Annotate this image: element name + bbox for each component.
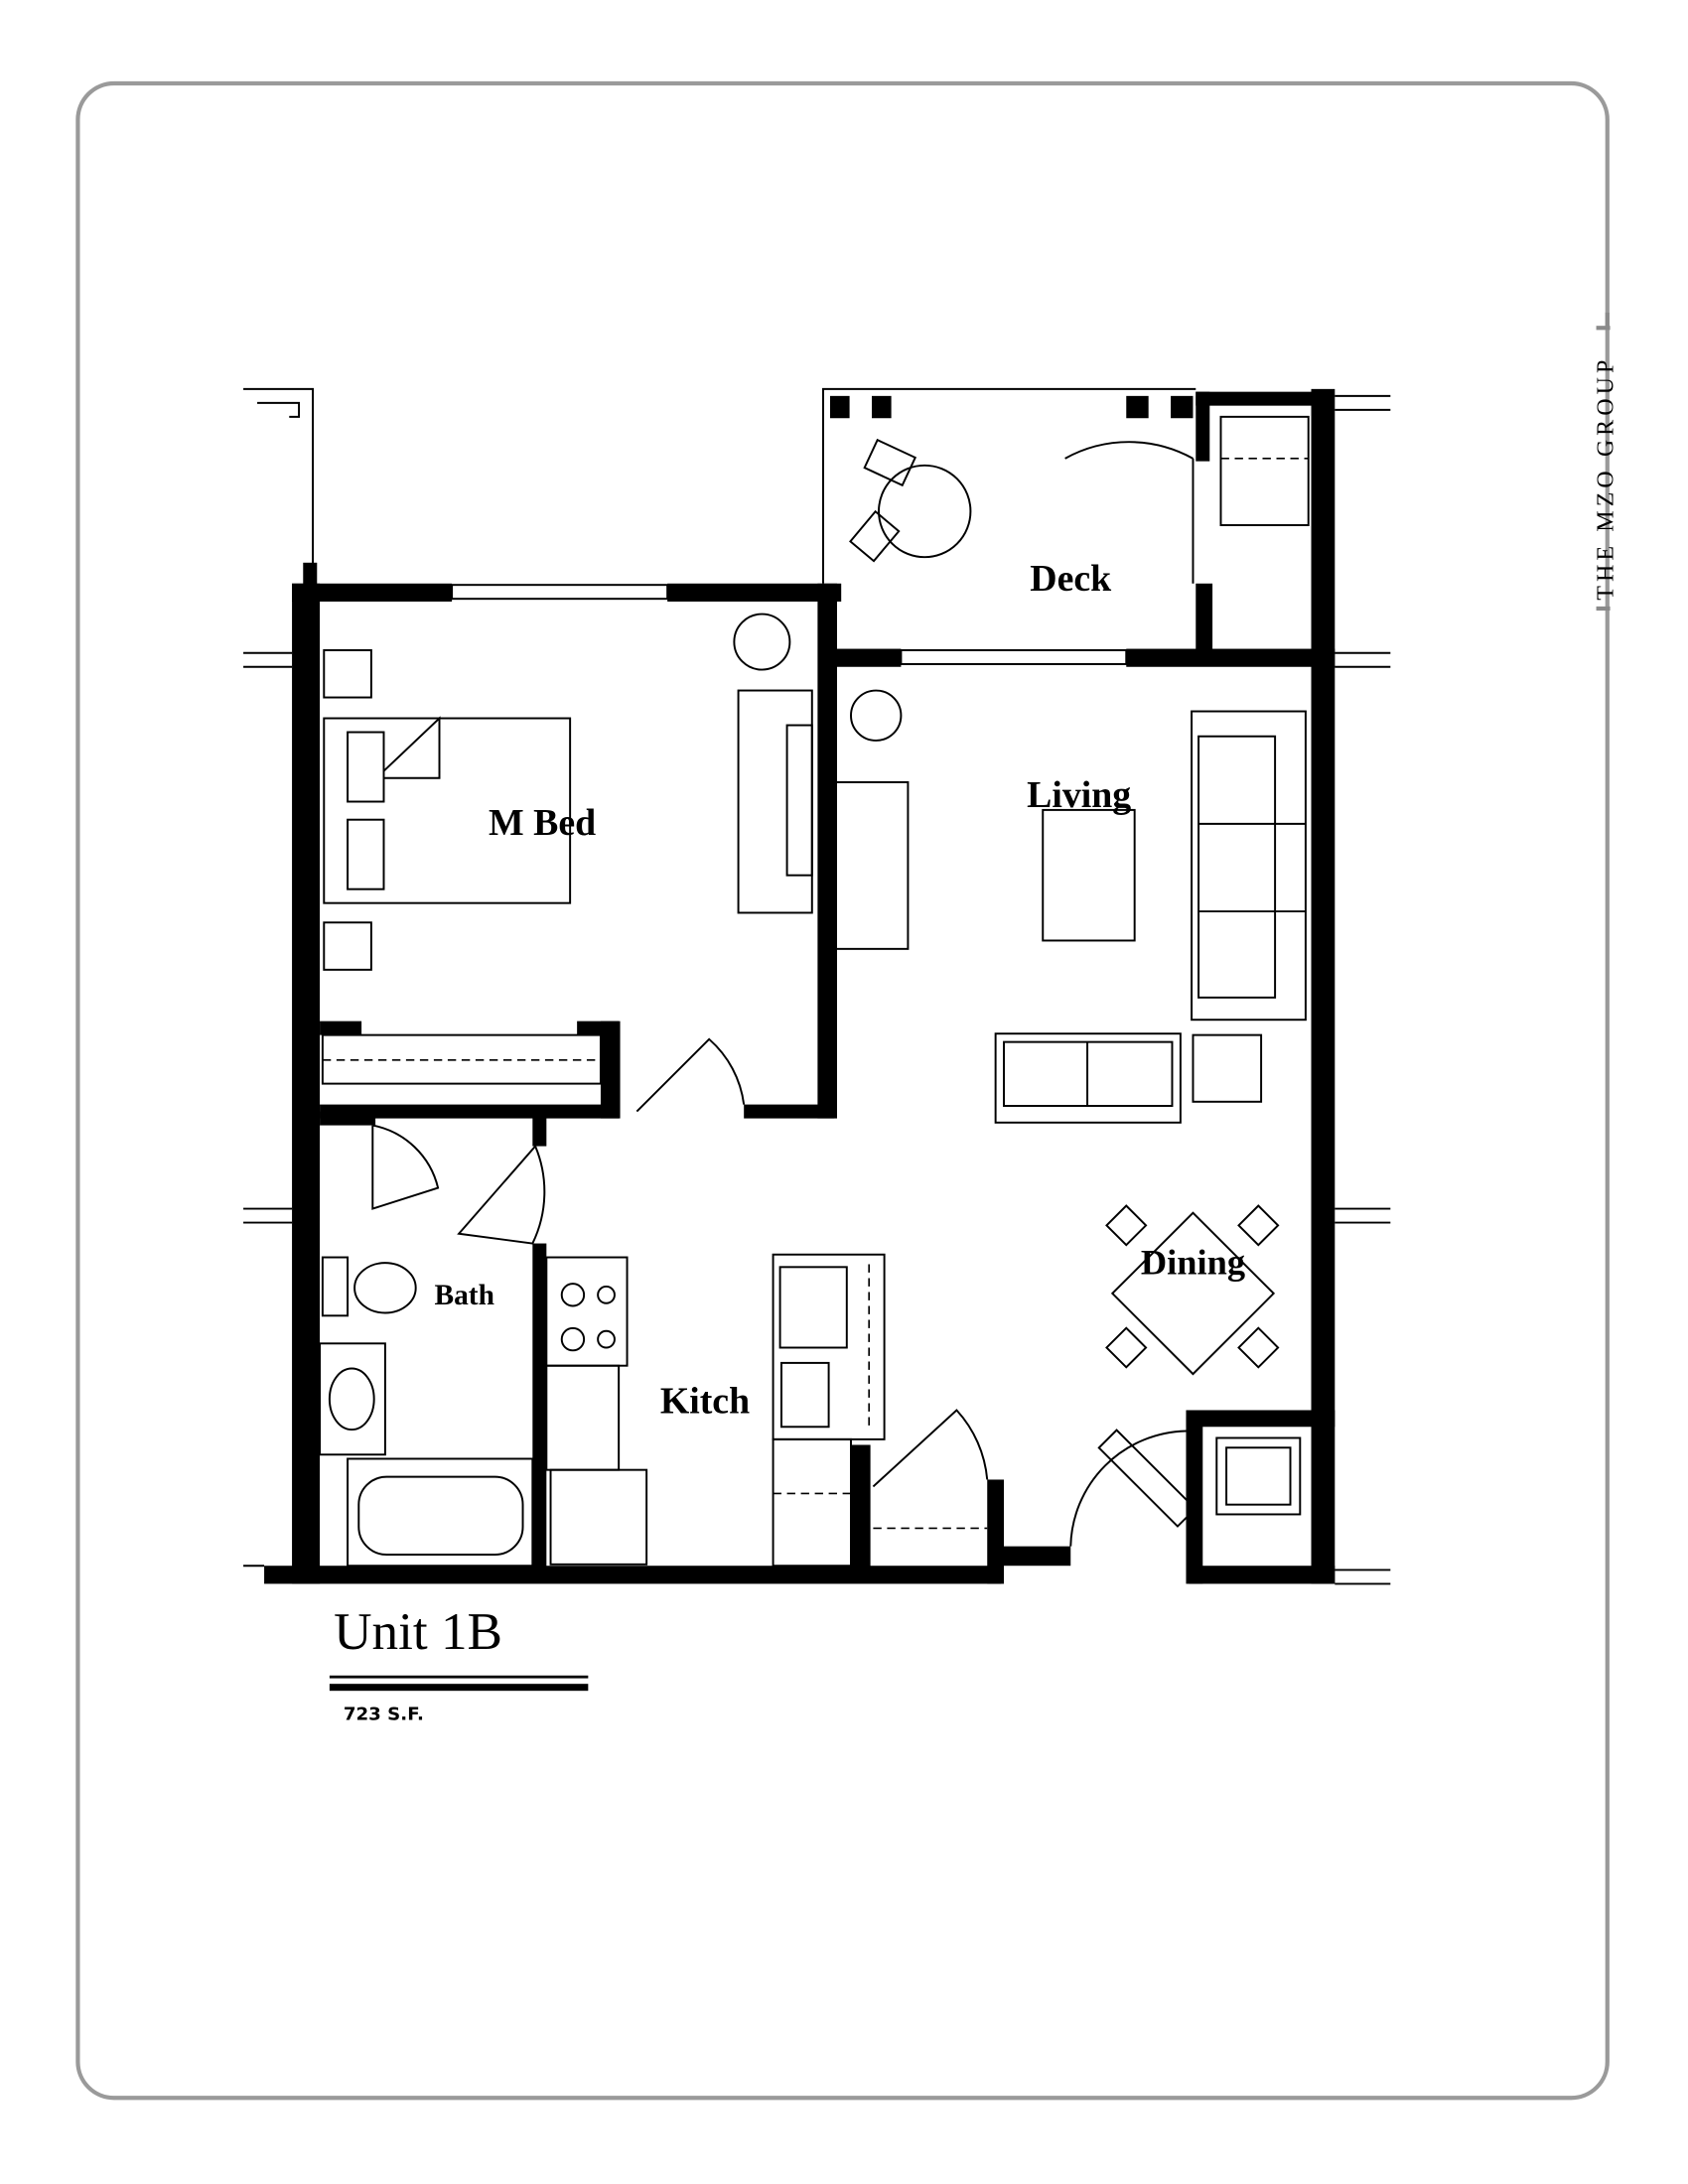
deck-area [822,387,1310,584]
room-label-bedroom: M Bed [489,802,596,844]
bath-fixtures [319,1124,546,1568]
room-label-living: Living [1027,774,1131,816]
room-label-dining: Dining [1141,1242,1245,1282]
unit-name: Unit 1B [334,1602,502,1661]
room-label-kitchen: Kitch [660,1380,750,1422]
brand-text: THE MZO GROUP [1593,355,1618,600]
walls [264,388,1336,1584]
title-underline-thick [329,1684,589,1692]
dining-table [1105,1204,1280,1376]
room-label-deck: Deck [1030,558,1111,600]
page-frame [75,80,1610,2101]
brand-mark: THE MZO GROUP [1593,312,1618,612]
kitchen-fixtures [545,1253,989,1568]
bedroom-furniture [321,613,813,1113]
title-underline [329,1675,589,1679]
entry-door [1069,1429,1302,1547]
living-furniture [833,689,1307,1124]
windows [243,387,1391,1585]
room-label-bath: Bath [434,1280,493,1311]
unit-area: 723 S.F. [344,1705,424,1725]
